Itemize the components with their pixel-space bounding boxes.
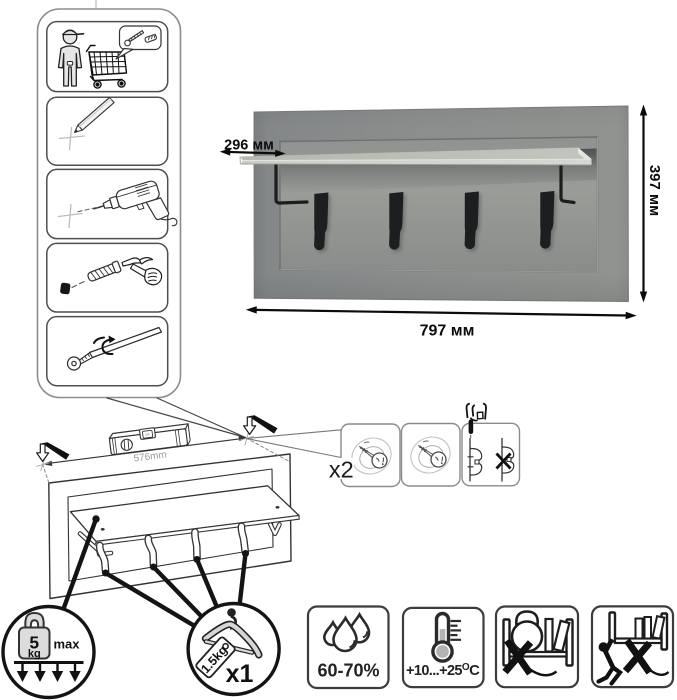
press-down-arrow-left [36,442,70,462]
cross-out-mark [502,638,558,677]
weight-icon: 5 kg [18,611,51,660]
fasteners-callout: x2 [328,402,521,488]
thermometer-ticks [450,619,461,641]
falling-person-icon [596,638,623,686]
hole-distance-label: 576mm [133,449,167,464]
drill-cross-icon [57,180,178,229]
screw-rotate-icon [66,326,163,371]
width-label: 797 мм [420,323,475,340]
spirit-level-icon [108,423,191,456]
shelf-front-highlight [242,158,592,161]
step-box-2 [46,96,169,166]
weight-value: 5 [29,633,39,653]
bracket-outline-right [267,521,282,537]
person-shopping-cart-icon [57,25,162,89]
max-label: max [54,637,81,652]
care-symbols: 60-70% +10...+25OC [306,605,675,690]
x2-label-bg [328,458,354,479]
thermometer-icon [431,611,461,663]
leader-line-steps-1 [106,397,247,439]
care-no-heavy-load [494,605,580,689]
temperature-label: +10...+25OC [406,662,480,679]
dimension-depth: 296 мм [219,138,286,157]
shelf-top-face [240,147,592,161]
shelf-screw-dot [100,528,105,531]
shelf [239,147,592,166]
hand-press-icon [465,402,487,434]
press-down-arrow-right [243,415,278,435]
distributed-load-icon [14,661,84,682]
shelf-bracket-left [274,163,309,205]
width-arrow [245,306,637,320]
humidity-label: 60-70% [317,661,379,681]
height-label: 397 мм [646,165,663,216]
screws-callout-tail-top [245,429,342,440]
hammer-dowel-icon [60,257,163,295]
shelf-bottom-edge [240,163,592,166]
temperature-degree: O [462,662,470,673]
shelf-screw-dot [275,506,280,509]
shelf-callout-dot [92,515,100,523]
screws-count-label: x2 [329,457,354,483]
leader-line-steps-2 [156,397,247,439]
weight-unit: kg [28,648,41,660]
pencil-cross-icon [58,96,115,151]
callout-lines [59,516,248,631]
keyhole-box [461,422,521,487]
no-weights-shelf-icon [502,610,574,677]
temperature-unit: C [469,663,480,679]
depth-label: 296 мм [224,138,274,154]
hook-callout-dot [242,550,249,557]
dimension-height: 397 мм [639,104,663,303]
care-temperature: +10...+25OC [401,606,485,689]
no-climbing-shelf-icon [596,611,670,686]
height-arrow [639,104,648,303]
screws-callout-tail-bottom [245,437,342,459]
depth-arrow [219,148,286,157]
cross-out-mark [622,638,670,677]
dimension-width: 797 мм [245,306,637,340]
shelf-left-end-edge [239,156,242,165]
product-render: 296 мм 797 мм 397 мм [219,104,663,340]
hooks-outline [95,522,250,576]
water-drops-icon [322,611,371,653]
panel-inner-frame-outline [67,468,274,582]
hook-callout-dot [193,556,201,563]
hook-load-limit: 1.5kg x1 [186,601,281,697]
temperature-range: +10...+25 [406,663,462,679]
shelf-load-limit: 5 kg max [1,604,96,700]
hook-callout-dot [102,569,110,577]
groove-bevel-highlight [279,137,598,273]
steps-panel [36,8,182,399]
hook-count-label: x1 [226,660,254,688]
care-no-hanging [590,605,675,689]
hook-callout-dot [150,563,157,571]
shelf-bracket-right [559,162,576,205]
care-humidity: 60-70% [306,605,390,690]
installation-drawing: 576mm [36,397,342,631]
